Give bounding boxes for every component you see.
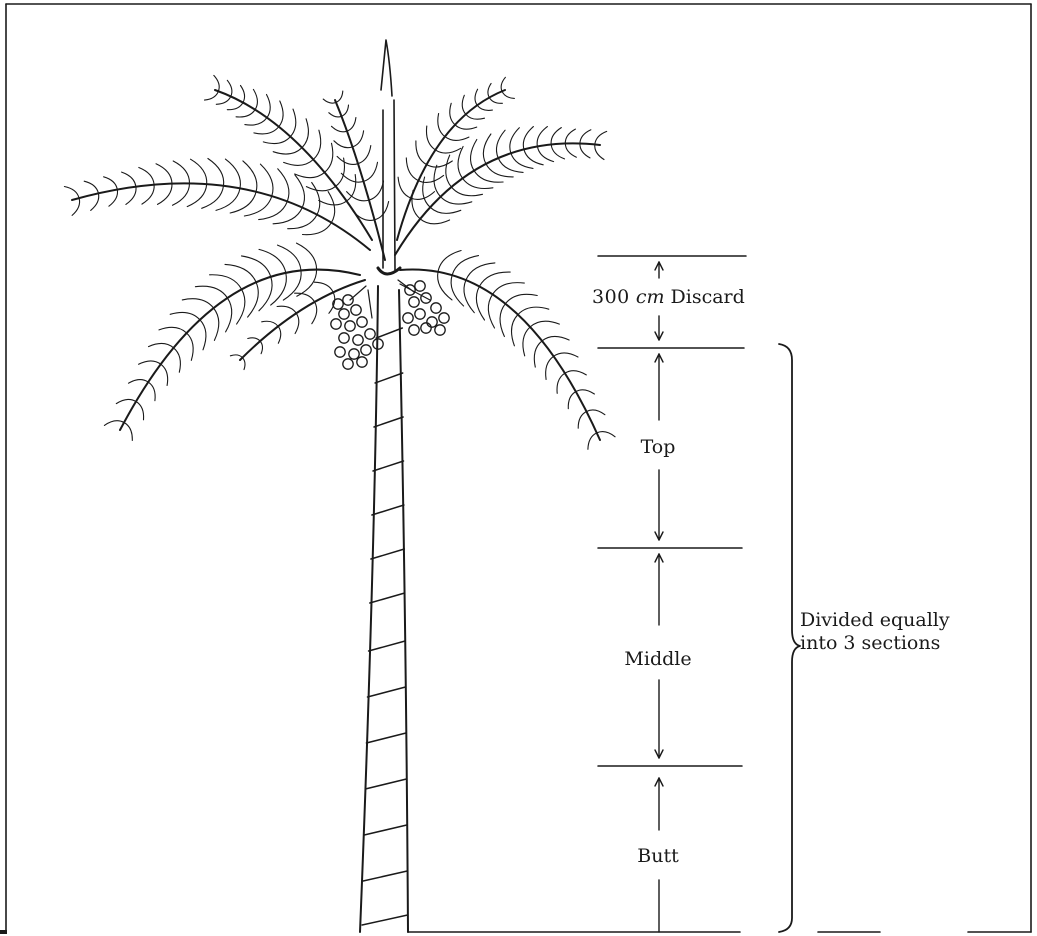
trunk-ring bbox=[372, 505, 404, 515]
trunk-ring bbox=[362, 915, 408, 925]
fruit bbox=[361, 345, 371, 355]
trunk-ring bbox=[364, 825, 407, 835]
trunk-ring bbox=[366, 733, 406, 743]
discard-text: Discard bbox=[671, 286, 745, 308]
fruit bbox=[343, 359, 353, 369]
fruit bbox=[331, 319, 341, 329]
fruit-cluster-icon bbox=[331, 280, 449, 369]
trunk-ring bbox=[373, 461, 404, 471]
discard-label: 300 cm Discard bbox=[592, 288, 745, 307]
fruit bbox=[415, 309, 425, 319]
brace-note-line-1: Divided equally bbox=[800, 609, 950, 631]
fruit bbox=[431, 303, 441, 313]
fruit bbox=[339, 309, 349, 319]
trunk-ring bbox=[365, 779, 406, 789]
trunk-ring bbox=[370, 593, 405, 603]
trunk-ring bbox=[374, 417, 403, 427]
middle-section-label: Middle bbox=[624, 650, 691, 669]
curly-brace-icon bbox=[779, 344, 800, 932]
fruit bbox=[365, 329, 375, 339]
fruit bbox=[357, 317, 367, 327]
fruit bbox=[409, 297, 419, 307]
double-arrow-icon bbox=[655, 262, 663, 932]
palm-fronds bbox=[64, 75, 615, 449]
fruit bbox=[439, 313, 449, 323]
trunk-ring bbox=[375, 373, 403, 383]
fruit bbox=[357, 357, 367, 367]
fruit bbox=[409, 325, 419, 335]
top-section-label: Top bbox=[641, 438, 676, 457]
brace-note-line-2: into 3 sections bbox=[800, 632, 940, 654]
corner-mark bbox=[0, 930, 7, 934]
trunk-ring bbox=[371, 549, 404, 559]
fruit bbox=[353, 335, 363, 345]
fruit bbox=[403, 313, 413, 323]
fruit bbox=[345, 321, 355, 331]
trunk-ring bbox=[363, 871, 407, 881]
frond-lower-left bbox=[104, 243, 360, 440]
frond-lower-right bbox=[400, 251, 615, 450]
fruit bbox=[343, 295, 353, 305]
trunk-rings bbox=[362, 328, 408, 925]
frond-upper-right bbox=[395, 127, 607, 255]
palm-trunk bbox=[360, 286, 408, 932]
fruit bbox=[427, 317, 437, 327]
fruit bbox=[351, 305, 361, 315]
measurement-guides bbox=[598, 256, 746, 766]
fruit bbox=[421, 323, 431, 333]
fruit bbox=[435, 325, 445, 335]
fruit bbox=[335, 347, 345, 357]
trunk-ring bbox=[369, 641, 406, 651]
fruit bbox=[349, 349, 359, 359]
fruit bbox=[339, 333, 349, 343]
discard-length-unit: cm bbox=[636, 286, 665, 308]
figure-frame bbox=[6, 4, 1031, 932]
discard-length-value: 300 bbox=[592, 286, 630, 308]
butt-section-label: Butt bbox=[637, 847, 678, 866]
fruit bbox=[415, 281, 425, 291]
trunk-ring bbox=[376, 328, 402, 338]
palm-tree-illustration bbox=[64, 40, 615, 932]
frond-top-left bbox=[205, 75, 373, 240]
trunk-ring bbox=[368, 687, 406, 697]
